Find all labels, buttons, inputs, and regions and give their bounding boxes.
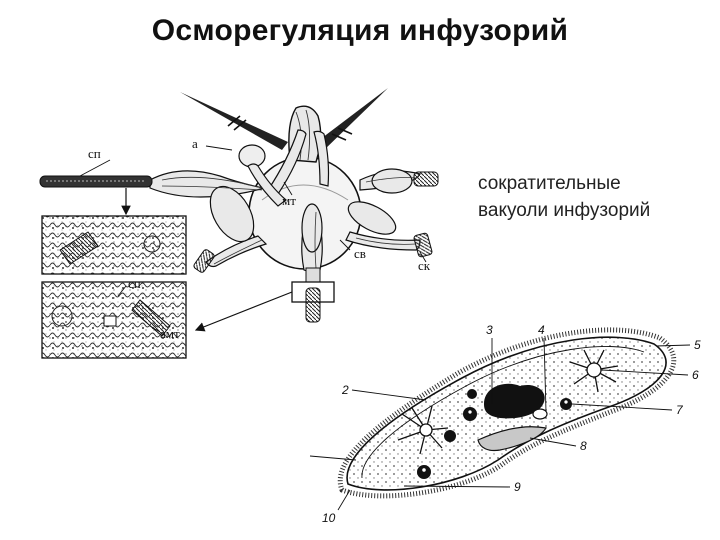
caption-line-2: вакуоли инфузорий [478, 200, 651, 221]
needle-right [314, 88, 388, 152]
arrow-to-inset-2 [194, 291, 293, 332]
label-2: 2 [341, 383, 349, 397]
inset-lower-fibril [131, 299, 171, 337]
label-sk: ск [418, 258, 431, 273]
slide-title: Осморегуляция инфузорий [151, 14, 569, 47]
paramecium-leaders [309, 337, 691, 511]
food-vacuoles [417, 389, 572, 479]
label-mt: мт [282, 193, 296, 208]
inset-upper-fibril [59, 231, 99, 265]
label-sp-inset: сп [128, 276, 141, 291]
label-3: 3 [486, 323, 493, 337]
paramecium-diagram: 2 3 4 5 6 7 8 9 10 [309, 323, 701, 525]
label-sv: св [354, 246, 366, 261]
label-9: 9 [514, 480, 521, 494]
label-6: 6 [692, 368, 699, 382]
label-amt: амт [160, 326, 180, 341]
pellicle-inner [361, 346, 645, 479]
label-10: 10 [322, 511, 336, 525]
side-caption: сократительные вакуоли инфузорий [478, 170, 708, 224]
cytopharynx [477, 426, 547, 452]
micrograph-insets: сп амт [41, 215, 187, 359]
label-4: 4 [538, 323, 545, 337]
bottom-tube [305, 287, 321, 323]
leader-lines [79, 145, 427, 263]
canal-end-lowleft [193, 249, 215, 273]
vacuole-complex-diagram: а сп мт св ск [39, 88, 439, 332]
contractile-vacuole-left [397, 405, 449, 455]
canal-end-lowright [413, 232, 433, 258]
canal-end-right [413, 171, 439, 187]
contractile-vacuole-right [569, 349, 619, 393]
label-8: 8 [580, 439, 587, 453]
label-7: 7 [676, 403, 684, 417]
macronucleus [484, 383, 545, 419]
label-5: 5 [694, 338, 701, 352]
label-sp: сп [88, 146, 101, 161]
ampulla-strands [161, 176, 417, 269]
needle-ticks-left [227, 115, 247, 131]
micronucleus [532, 408, 548, 420]
label-a: а [192, 136, 198, 151]
needle-ticks-right [331, 127, 353, 141]
caption-line-1: сократительные [478, 173, 621, 194]
